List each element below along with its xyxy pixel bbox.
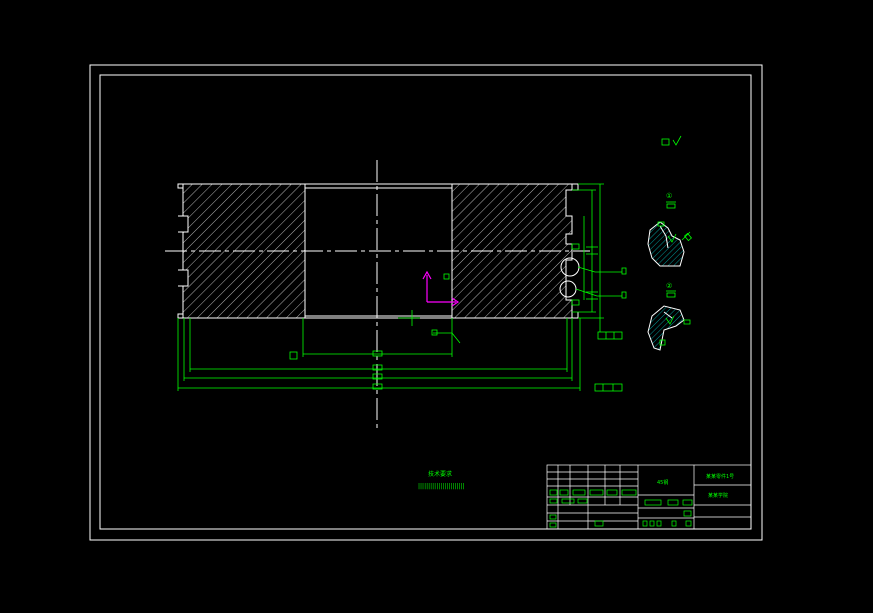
technical-notes: 技术要求 ||||||||||||||||||||||| bbox=[418, 470, 465, 490]
surface-roughness-icon bbox=[661, 135, 682, 146]
detail-view-1: ① bbox=[647, 192, 693, 267]
inner-frame bbox=[99, 74, 752, 530]
tech-requirements-title: 技术要求 bbox=[428, 470, 452, 478]
title-block-fields bbox=[549, 489, 693, 528]
center-lines bbox=[165, 160, 590, 432]
detail-view-2: ② bbox=[647, 282, 691, 351]
tech-requirements-body: ||||||||||||||||||||||| bbox=[418, 483, 465, 490]
title-block bbox=[546, 464, 752, 530]
detail-2-label: ② bbox=[666, 282, 672, 290]
title-block-drawing-title: 某某零件1号 bbox=[706, 473, 734, 480]
dimension-lines bbox=[177, 183, 627, 392]
detail-1-label: ① bbox=[666, 192, 672, 200]
outer-frame bbox=[89, 64, 763, 541]
axis-triad-icon bbox=[422, 270, 460, 307]
title-block-institution: 某某学院 bbox=[708, 492, 728, 499]
title-block-material: 45钢 bbox=[657, 479, 668, 486]
